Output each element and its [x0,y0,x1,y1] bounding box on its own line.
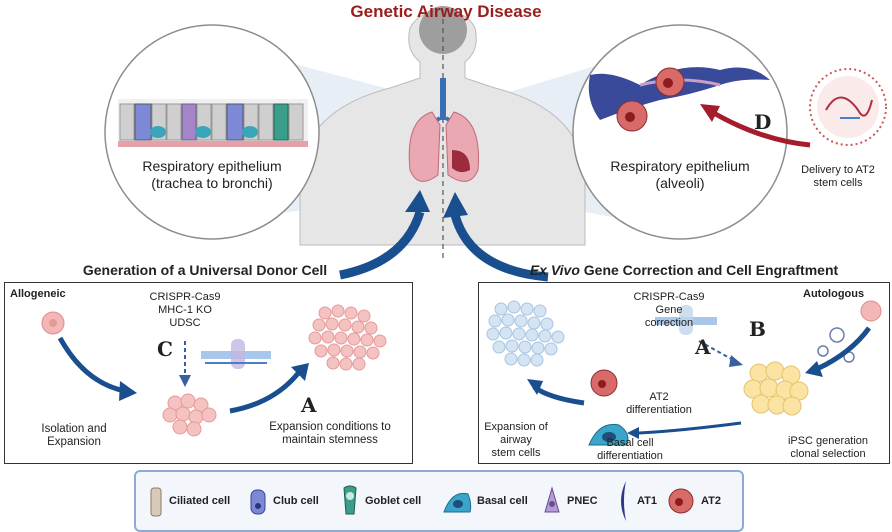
right-panel-heading: Ex Vivo Gene Correction and Cell Engraft… [478,262,890,278]
legend-club: Club cell [248,472,319,530]
legend-club-label: Club cell [273,495,319,507]
club-cell-icon [250,489,266,515]
left-circle-label-line2: (trachea to bronchi) [151,175,273,191]
right-panel-heading-rest: Gene Correction and Cell Engraftment [579,262,839,278]
right-panel-heading-italic: Ex Vivo [529,262,580,278]
expansion-conditions-label: Expansion conditions to maintain stemnes… [255,421,405,447]
at1-cell-icon [621,481,626,521]
delivery-label: Delivery to AT2 stem cells [788,164,888,190]
crispr-right-line3: correction [644,317,694,329]
expansion-conditions-line2: maintain stemness [282,434,378,446]
alveoli-illustration [588,67,770,132]
letter-d: D [754,110,772,134]
crispr-left-line1: CRISPR-Cas9 [149,291,221,303]
airway-stem-cell-cluster [486,300,565,367]
letter-a-right: A [695,335,711,359]
at2-differentiation-line2: differentiation [626,404,692,416]
left-circle-label: Respiratory epithelium (trachea to bronc… [112,158,312,192]
letter-b: B [749,317,766,341]
ipsc-generation-line2: clonal selection [790,448,866,460]
right-big-arrow [450,213,549,282]
left-circle-label-line1: Respiratory epithelium [142,158,282,174]
trachea-epithelium-illustration [118,99,308,147]
legend-at2: AT2 [666,472,721,530]
legend-at2-label: AT2 [701,495,721,507]
nanoparticle-icon [809,68,887,146]
isolation-line1: Isolation and [41,423,107,435]
crispr-left-line2: MHC-1 KO [158,304,212,316]
ciliated-cell-icon [150,487,162,517]
delivery-label-line1: Delivery to AT2 [801,164,875,176]
legend-goblet: Goblet cell [340,472,421,530]
legend-pnec: PNEC [542,472,598,530]
autologous-tag: Autologous [803,288,865,300]
crispr-left-line3: UDSC [169,317,201,329]
goblet-cell-icon [343,485,357,515]
allogeneic-tag: Allogeneic [10,288,66,300]
basal-differentiation-label: Basal cell differentiation [575,437,685,463]
legend: Ciliated cell Club cell Goblet cell Basa… [134,470,744,532]
legend-pnec-label: PNEC [567,495,598,507]
letter-a-left: A [301,393,317,417]
right-panel-illustration [486,300,882,446]
at2-differentiation-line1: AT2 [649,391,669,403]
basal-differentiation-line2: differentiation [597,450,663,462]
right-circle-label-line1: Respiratory epithelium [610,158,750,174]
left-big-arrow [339,210,425,280]
legend-at1: AT1 [614,472,657,530]
legend-goblet-label: Goblet cell [365,495,422,507]
cell-cluster-large [308,304,387,371]
expansion-airway-label: Expansion of airway stem cells [481,421,551,460]
right-panel: Autologous CRISPR-Cas9 Gene correction B… [478,282,890,464]
page-title: Genetic Airway Disease [350,2,542,21]
crispr-icon-left [201,339,271,369]
crispr-left-label: CRISPR-Cas9 MHC-1 KO UDSC [135,291,235,330]
legend-ciliated: Ciliated cell [148,472,230,530]
delivery-arrow [710,109,811,148]
ipsc-generation-label: iPSC generation clonal selection [769,435,887,461]
expansion-airway-line2: airway [500,434,532,446]
crispr-right-line2: Gene [655,304,683,316]
legend-at1-label: AT1 [637,495,657,507]
ipsc-generation-line1: iPSC generation [787,435,869,447]
virus-icon [829,327,845,343]
isolation-line2: Expansion [47,436,101,448]
cell-cluster-small [162,393,217,437]
left-panel: Allogeneic CRISPR-Cas9 MHC-1 KO UDSC C A… [4,282,413,464]
left-panel-illustration [41,304,387,437]
left-panel-heading: Generation of a Universal Donor Cell [82,262,328,278]
at2-cell-icon-panel [590,369,618,397]
expansion-airway-line3: stem cells [491,447,541,459]
lungs [408,78,479,182]
crispr-right-line1: CRISPR-Cas9 [633,291,705,303]
right-circle-label-line2: (alveoli) [655,175,705,191]
letter-c: C [157,337,173,361]
ipsc-colony [743,361,809,416]
basal-cell-icon [443,492,472,513]
delivery-label-line2: stem cells [813,177,863,189]
expansion-conditions-line1: Expansion conditions to [269,421,391,433]
basal-cell-icon-panel [588,423,629,446]
basal-differentiation-line1: Basal cell [606,437,654,449]
right-circle-label: Respiratory epithelium (alveoli) [580,158,780,192]
at2-differentiation-label: AT2 differentiation [619,391,699,417]
legend-basal-label: Basal cell [477,495,528,507]
crispr-right-label: CRISPR-Cas9 Gene correction [619,291,719,330]
legend-basal: Basal cell [442,472,528,530]
pnec-icon [544,486,560,513]
crispr-icon-right [655,305,717,335]
at2-cell-icon [668,488,694,514]
expansion-airway-line1: Expansion of [484,421,548,433]
legend-ciliated-label: Ciliated cell [169,495,231,507]
isolation-label: Isolation and Expansion [19,423,129,449]
